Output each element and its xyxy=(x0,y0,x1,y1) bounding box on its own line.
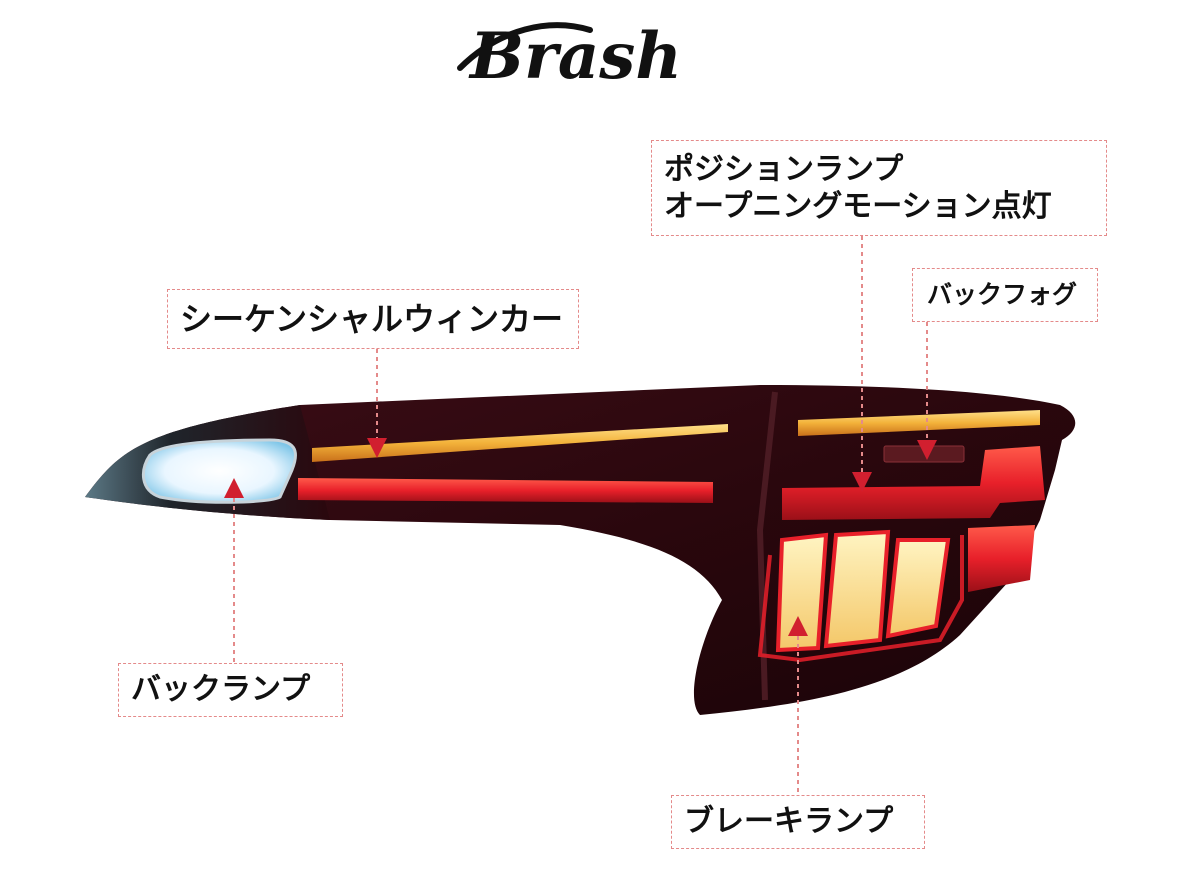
arrow-position-lamp xyxy=(852,472,872,492)
position-amber-bar-right xyxy=(798,410,1040,436)
brand-logo-text: Brash xyxy=(468,19,682,94)
arrow-sequential-winker xyxy=(367,438,387,458)
brash-logo-mark: Brash xyxy=(457,19,682,94)
position-lamp-label: ポジションランプ オープニングモーション点灯 xyxy=(651,140,1107,236)
brake-outline-glow xyxy=(757,535,964,663)
brake-lamp-label-text: ブレーキランプ xyxy=(684,804,894,840)
position-lamp-label-line2: オープニングモーション点灯 xyxy=(664,189,1052,224)
pointer-arrowheads xyxy=(224,438,937,636)
pointer-lines xyxy=(233,236,928,795)
position-lamp-light xyxy=(782,446,1045,520)
brake-lamp-light-3 xyxy=(885,538,951,639)
lower-red-bar-left xyxy=(298,478,713,503)
back-lamp-light xyxy=(141,438,297,504)
arrow-back-fog xyxy=(917,440,937,460)
sequential-winker-label-text: シーケンシャルウィンカー xyxy=(180,300,564,338)
back-fog-label: バックフォグ xyxy=(912,268,1098,322)
back-lamp-label: バックランプ xyxy=(118,663,343,717)
housing-divider xyxy=(756,391,778,701)
sequential-winker-label: シーケンシャルウィンカー xyxy=(167,289,579,349)
lower-red-block-right xyxy=(968,525,1035,592)
sequential-winker-bar xyxy=(312,424,728,462)
arrow-back-lamp xyxy=(224,478,244,498)
brand-logo: Brash xyxy=(440,8,760,98)
arrow-brake-lamp xyxy=(788,616,808,636)
position-lamp-label-line1: ポジションランプ xyxy=(664,151,904,187)
brake-lamp-light-1 xyxy=(775,532,829,653)
brake-lamp-label: ブレーキランプ xyxy=(671,795,925,849)
back-lamp-label-text: バックランプ xyxy=(131,672,311,708)
brake-lamp-light-2 xyxy=(823,529,891,649)
back-fog-label-text: バックフォグ xyxy=(927,280,1078,310)
